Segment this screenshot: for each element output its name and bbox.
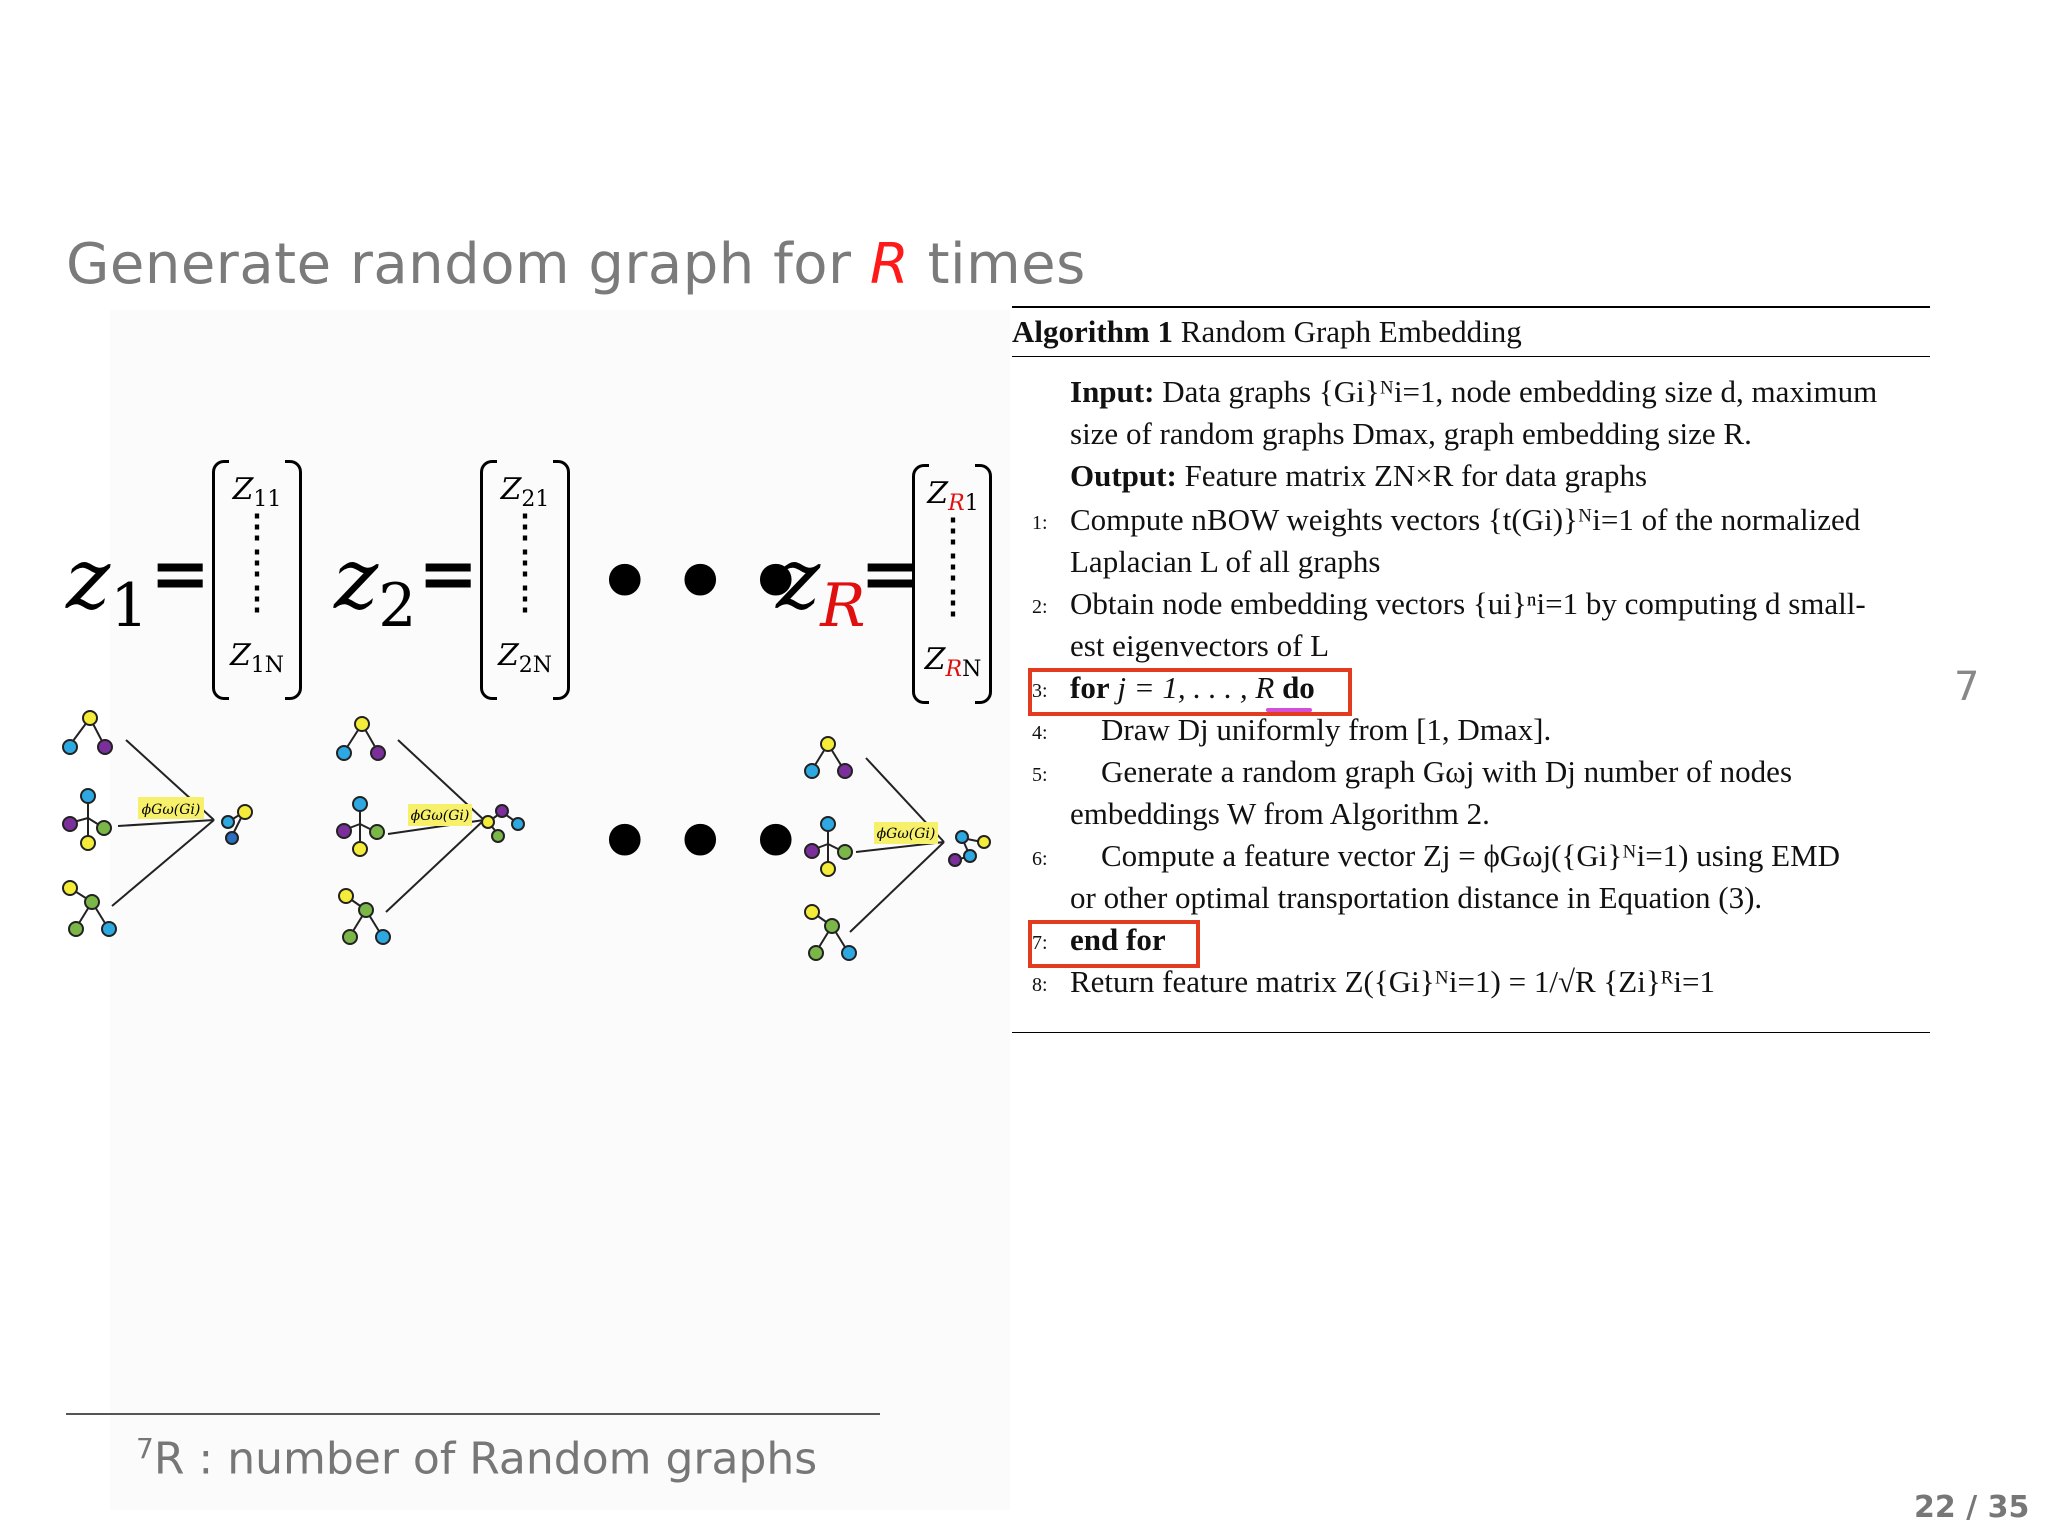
highlight-underline-R — [1266, 708, 1312, 712]
ellipsis-bottom: ••• — [596, 790, 823, 895]
algorithm-line-6-cont: or other optimal transportation distance… — [1070, 880, 1762, 916]
algorithm-heading: Algorithm 1 Random Graph Embedding — [1012, 314, 1522, 350]
algorithm-input-cont: size of random graphs Dmax, graph embedd… — [1070, 416, 1752, 452]
algorithm-mid-rule — [1012, 356, 1930, 357]
svg-text:ϕGω(Gi): ϕGω(Gi) — [877, 826, 936, 842]
algorithm-line-1: Compute nBOW weights vectors {t(Gi)}ᴺi=1… — [1070, 502, 1860, 538]
algorithm-line-2: Obtain node embedding vectors {ui}ⁿi=1 b… — [1070, 586, 1866, 622]
graph-group-1: ϕGω(Gi) — [63, 711, 252, 936]
footnote: 7R : number of Random graphs — [136, 1432, 817, 1485]
algorithm-top-rule — [1012, 306, 1930, 308]
algorithm-input: Input: Data graphs {Gi}ᴺi=1, node embedd… — [1070, 374, 1877, 410]
highlight-box-endfor — [1028, 920, 1200, 968]
page-number: 22 / 35 — [1914, 1490, 2029, 1525]
algorithm-line-4: Draw Dj uniformly from [1, Dmax]. — [1070, 712, 1551, 748]
algorithm-bottom-rule — [1012, 1032, 1930, 1033]
footnote-rule — [66, 1413, 880, 1415]
graph-group-2: ϕGω(Gi) — [337, 717, 524, 944]
svg-text:ϕGω(Gi): ϕGω(Gi) — [411, 808, 470, 824]
algorithm-line-5: Generate a random graph Gωj with Dj numb… — [1070, 754, 1792, 790]
algorithm-line-1-cont: Laplacian L of all graphs — [1070, 544, 1380, 580]
algorithm-output: Output: Feature matrix ZN×R for data gra… — [1070, 458, 1647, 494]
svg-text:ϕGω(Gi): ϕGω(Gi) — [142, 802, 201, 818]
algorithm-line-5-cont: embeddings W from Algorithm 2. — [1070, 796, 1490, 832]
graph-group-R: ϕGω(Gi) — [805, 737, 990, 960]
algorithm-line-6: Compute a feature vector Zj = ϕGωj({Gi}ᴺ… — [1070, 838, 1840, 874]
footnote-marker: 7 — [1954, 664, 1979, 710]
random-graph-diagram: ϕGω(Gi) ϕGω(Gi) — [0, 0, 1010, 1000]
algorithm-line-8: Return feature matrix Z({Gi}ᴺi=1) = 1/√R… — [1070, 964, 1715, 1000]
algorithm-line-2-cont: est eigenvectors of L — [1070, 628, 1329, 664]
